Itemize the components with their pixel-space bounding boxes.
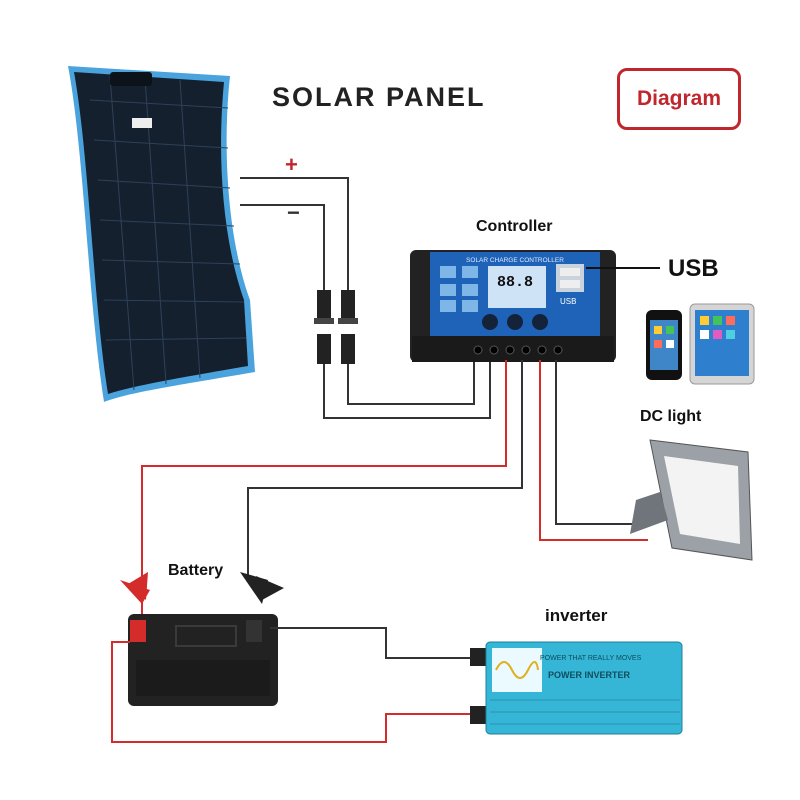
load-wires xyxy=(539,360,648,541)
positive-terminal-label: + xyxy=(285,152,298,177)
diagram-badge: Diagram xyxy=(617,68,741,130)
dc-light xyxy=(630,439,753,561)
tablet xyxy=(689,303,755,385)
phone xyxy=(646,310,682,380)
mc4-connectors xyxy=(314,290,358,364)
controller-banner: SOLAR CHARGE CONTROLLER xyxy=(466,257,564,264)
page-title: SOLAR PANEL xyxy=(272,82,486,112)
inverter-wires xyxy=(111,627,470,743)
usb-port-label: USB xyxy=(560,297,576,306)
charge-controller: SOLAR CHARGE CONTROLLER 88.8 USB xyxy=(410,250,660,362)
battery-label: Battery xyxy=(168,562,224,579)
lcd-readout: 88.8 xyxy=(497,274,533,291)
inverter: POWER THAT REALLY MOVES POWER INVERTER xyxy=(470,641,683,735)
solar-panel xyxy=(68,66,255,402)
controller-label: Controller xyxy=(476,218,553,235)
pv-wires xyxy=(240,177,491,419)
negative-terminal-label: − xyxy=(287,200,300,225)
battery-wires xyxy=(141,360,523,618)
inverter-banner: POWER THAT REALLY MOVES xyxy=(540,655,642,662)
battery xyxy=(120,572,284,706)
usb-label: USB xyxy=(668,255,719,282)
inverter-label: inverter xyxy=(545,606,608,625)
dc-light-label: DC light xyxy=(640,408,702,425)
inverter-brand: POWER INVERTER xyxy=(548,670,631,680)
